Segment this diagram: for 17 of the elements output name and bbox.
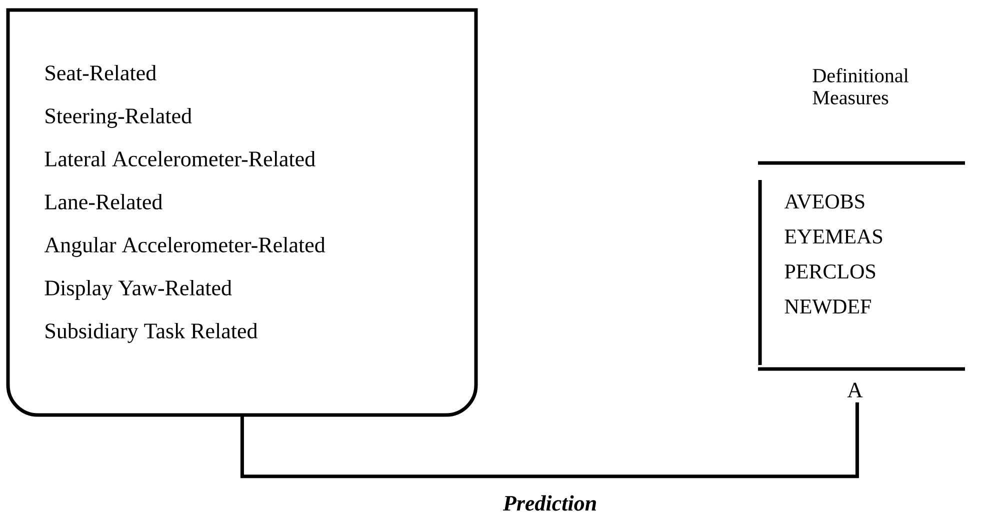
list-item: AVEOBS xyxy=(784,194,864,209)
heading: Definitional Measures xyxy=(812,68,908,104)
list-item: Angular Accelerometer-Related xyxy=(44,236,326,257)
list-item: Lateral Accelerometer-Related xyxy=(44,150,316,166)
letter-label: A xyxy=(847,382,863,398)
list-item: PERCLOS xyxy=(784,264,876,279)
open-box xyxy=(758,68,965,371)
list-item: Subsidiary Task Related xyxy=(46,322,258,343)
list-item: Lane-Related xyxy=(44,194,162,210)
list-item: Seat-Related xyxy=(46,64,156,80)
edge-label: Prediction xyxy=(502,495,596,511)
connector-line xyxy=(240,402,859,478)
list-item: EYEMEAS xyxy=(784,229,882,244)
list-item: NEWDEF xyxy=(784,300,871,314)
rounded-box xyxy=(6,8,478,417)
list-item: Display Yaw-Related xyxy=(44,280,232,300)
list-item: Steering-Related xyxy=(46,108,192,128)
